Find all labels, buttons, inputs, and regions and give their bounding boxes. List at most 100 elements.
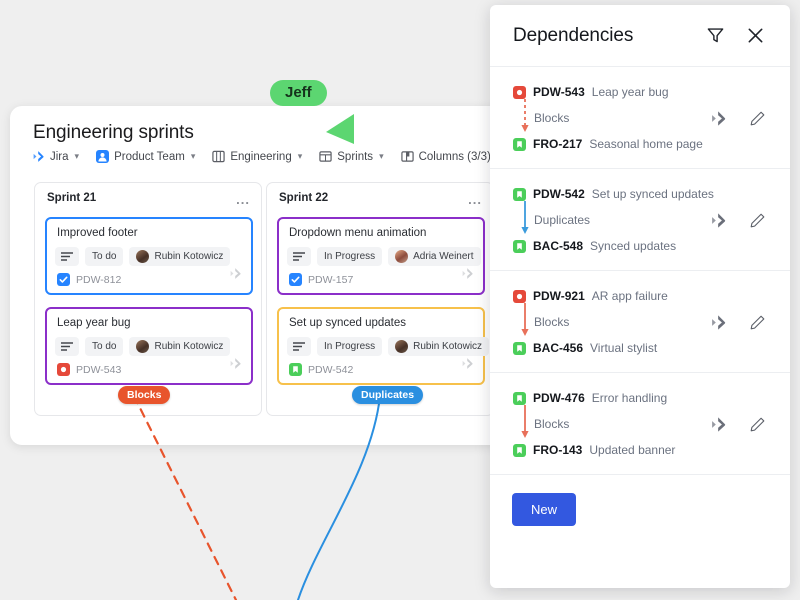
bug-type-icon	[513, 289, 526, 303]
dependency-target-summary: Virtual stylist	[590, 341, 658, 355]
issue-card-title: Improved footer	[57, 227, 138, 239]
jira-logo-icon	[461, 267, 474, 285]
dependency-arrow-icon	[521, 201, 529, 234]
story-type-icon	[513, 187, 526, 201]
dependency-target-key[interactable]: BAC-456	[533, 341, 584, 355]
dependency-source-row[interactable]: PDW-543 Leap year bug	[513, 82, 768, 102]
toolbar-label-sprints: Sprints	[337, 150, 374, 163]
description-indicator	[287, 337, 311, 356]
issue-card-pdw-542[interactable]: Set up synced updates In Progress Rubin …	[277, 307, 490, 385]
dependency-source-key[interactable]: PDW-476	[533, 391, 585, 405]
dependency-source-summary: Error handling	[591, 391, 668, 405]
collaborator-cursor: Jeff	[270, 80, 354, 144]
issue-card-pdw-543[interactable]: Leap year bug To do Rubin Kotowicz	[45, 307, 253, 385]
dependency-source-key[interactable]: PDW-921	[533, 289, 585, 303]
assignee-chip[interactable]: Rubin Kotowicz	[129, 247, 231, 266]
avatar	[136, 340, 150, 353]
dependency-target-row[interactable]: FRO-143 Updated banner	[513, 440, 768, 460]
edit-dependency-button[interactable]	[749, 212, 766, 229]
relation-badge-duplicates[interactable]: Duplicates	[352, 386, 424, 404]
sprint-table-icon	[319, 150, 332, 163]
relation-badge-blocks[interactable]: Blocks	[118, 386, 171, 404]
status-badge[interactable]: In Progress	[317, 247, 383, 266]
open-in-jira-button[interactable]	[710, 110, 727, 127]
assignee-chip[interactable]: Rubin Kotowicz	[129, 337, 231, 356]
dependency-relation-label: Blocks	[534, 315, 570, 329]
issue-key[interactable]: PDW-812	[76, 273, 122, 286]
issue-key-row: PDW-157	[289, 273, 353, 286]
lines-icon	[292, 341, 306, 352]
avatar	[395, 250, 409, 263]
dependency-source-key[interactable]: PDW-543	[533, 85, 585, 99]
dependency-group: PDW-542 Set up synced updates Duplicates…	[490, 169, 790, 271]
description-indicator	[55, 247, 79, 266]
board-columns-icon	[212, 150, 226, 163]
toolbar-item-jira[interactable]: Jira ▾	[32, 150, 79, 163]
story-type-icon	[513, 239, 526, 253]
dependency-source-key[interactable]: PDW-542	[533, 187, 585, 201]
issue-key[interactable]: PDW-542	[308, 363, 354, 376]
panel-title: Dependencies	[513, 24, 634, 46]
bug-type-icon	[57, 363, 70, 376]
dependency-target-row[interactable]: FRO-217 Seasonal home page	[513, 134, 768, 154]
dependency-source-row[interactable]: PDW-476 Error handling	[513, 388, 768, 408]
toolbar-item-columns[interactable]: Columns (3/3) ▾	[400, 150, 501, 163]
open-in-jira-button[interactable]	[710, 314, 727, 331]
issue-key-row: PDW-543	[57, 363, 121, 376]
toolbar-item-sprints[interactable]: Sprints ▾	[319, 150, 384, 163]
story-type-icon	[513, 341, 526, 355]
jira-logo-icon	[229, 267, 242, 285]
column-menu-button[interactable]: ...	[468, 192, 482, 207]
dependency-group: PDW-543 Leap year bug Blocks FRO-217 Sea…	[490, 67, 790, 169]
assignee-chip[interactable]: Rubin Kotowicz	[388, 337, 490, 356]
status-badge[interactable]: To do	[85, 247, 124, 266]
lines-icon	[60, 341, 74, 352]
lines-icon	[60, 251, 74, 262]
dependency-target-key[interactable]: BAC-548	[533, 239, 584, 253]
board-panel: Engineering sprints Jira ▾ Product Team …	[10, 106, 510, 445]
jira-logo-icon	[229, 357, 242, 375]
dependency-target-row[interactable]: BAC-548 Synced updates	[513, 236, 768, 256]
dependency-source-row[interactable]: PDW-921 AR app failure	[513, 286, 768, 306]
dependency-arrow-icon	[521, 405, 529, 438]
edit-dependency-button[interactable]	[749, 416, 766, 433]
lines-icon	[292, 251, 306, 262]
issue-card-pdw-812[interactable]: Improved footer To do Rubin Kotowicz	[45, 217, 253, 295]
columns-icon	[400, 150, 414, 163]
status-badge[interactable]: In Progress	[317, 337, 383, 356]
dependency-group: PDW-476 Error handling Blocks FRO-143 Up…	[490, 373, 790, 475]
issue-card-meta: To do Rubin Kotowicz	[55, 337, 231, 356]
dependency-relation-row: Blocks	[513, 102, 768, 134]
issue-card-title: Dropdown menu animation	[289, 227, 427, 239]
edit-dependency-button[interactable]	[749, 110, 766, 127]
assignee-chip[interactable]: Adria Weinert	[388, 247, 481, 266]
dependency-relation-row: Blocks	[513, 306, 768, 338]
description-indicator	[287, 247, 311, 266]
close-icon[interactable]	[742, 23, 768, 49]
status-badge[interactable]: To do	[85, 337, 124, 356]
chevron-down-icon: ▾	[74, 151, 80, 161]
dependency-target-key[interactable]: FRO-143	[533, 443, 583, 457]
issue-card-meta: In Progress Adria Weinert	[287, 247, 481, 266]
column-header: Sprint 21 ...	[35, 183, 261, 213]
filter-icon[interactable]	[702, 23, 728, 49]
new-dependency-button[interactable]: New	[512, 493, 577, 526]
issue-card-pdw-157[interactable]: Dropdown menu animation In Progress Adri…	[277, 217, 485, 295]
column-menu-button[interactable]: ...	[236, 192, 250, 207]
toolbar-item-product-team[interactable]: Product Team ▾	[96, 150, 195, 163]
dependency-relation-label: Duplicates	[534, 213, 591, 227]
issue-card-title: Leap year bug	[57, 317, 131, 329]
open-in-jira-button[interactable]	[710, 212, 727, 229]
dependency-target-key[interactable]: FRO-217	[533, 137, 583, 151]
dependency-target-summary: Updated banner	[589, 443, 676, 457]
issue-key[interactable]: PDW-157	[308, 273, 354, 286]
story-type-icon	[513, 443, 526, 457]
toolbar-label-product-team: Product Team	[114, 150, 185, 163]
dependency-target-row[interactable]: BAC-456 Virtual stylist	[513, 338, 768, 358]
toolbar-item-engineering[interactable]: Engineering ▾	[212, 150, 302, 163]
open-in-jira-button[interactable]	[710, 416, 727, 433]
dependency-source-row[interactable]: PDW-542 Set up synced updates	[513, 184, 768, 204]
edit-dependency-button[interactable]	[749, 314, 766, 331]
issue-key[interactable]: PDW-543	[76, 363, 122, 376]
description-indicator	[55, 337, 79, 356]
